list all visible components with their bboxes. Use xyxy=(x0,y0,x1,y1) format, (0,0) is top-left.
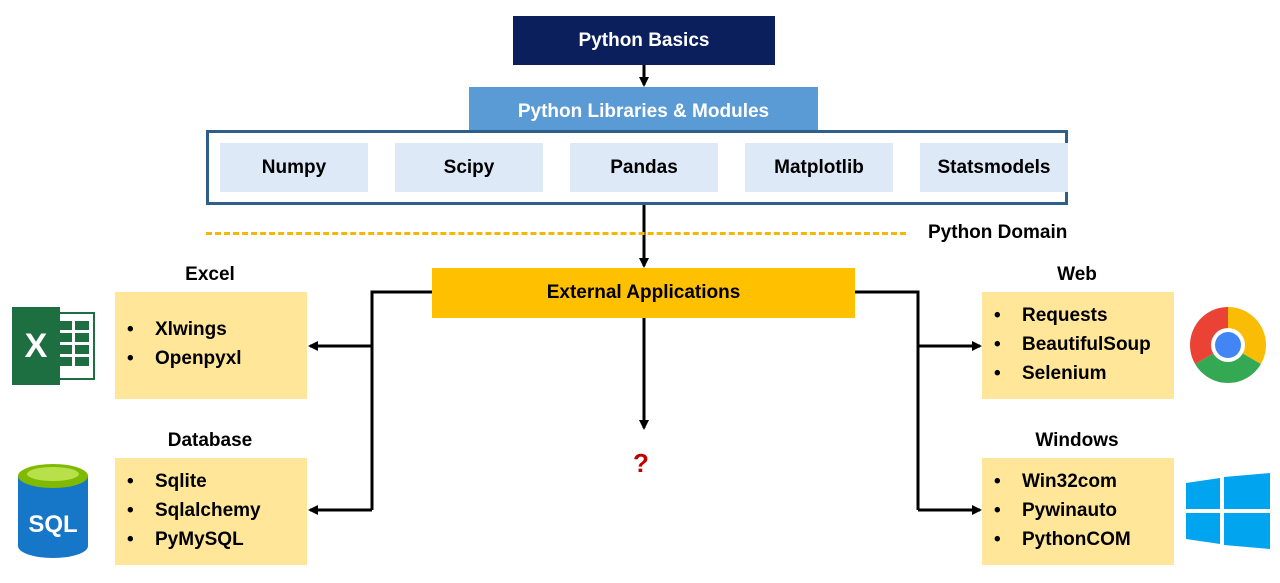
database-item: Sqlite xyxy=(115,467,307,496)
module-numpy: Numpy xyxy=(220,143,368,192)
web-item: Requests xyxy=(982,301,1174,330)
web-title: Web xyxy=(1057,264,1097,285)
module-pandas: Pandas xyxy=(570,143,718,192)
database-item: PyMySQL xyxy=(115,525,307,554)
connector-right-trunk xyxy=(855,290,920,510)
web-item: Selenium xyxy=(982,359,1174,388)
database-item: Sqlalchemy xyxy=(115,496,307,525)
connector-left-trunk xyxy=(370,290,432,510)
module-scipy: Scipy xyxy=(395,143,543,192)
windows-title: Windows xyxy=(1035,430,1119,451)
python-basics-box: Python Basics xyxy=(513,16,775,65)
module-statsmodels: Statsmodels xyxy=(920,143,1068,192)
excel-title: Excel xyxy=(185,264,235,285)
windows-item: Pywinauto xyxy=(982,496,1174,525)
chrome-icon xyxy=(1190,307,1266,383)
database-box: Sqlite Sqlalchemy PyMySQL xyxy=(115,458,307,565)
sql-icon-label: SQL xyxy=(28,511,77,538)
web-box: Requests BeautifulSoup Selenium xyxy=(982,292,1174,399)
python-domain-label: Python Domain xyxy=(928,222,1068,243)
module-matplotlib: Matplotlib xyxy=(745,143,893,192)
excel-box: Xlwings Openpyxl xyxy=(115,292,307,399)
excel-item: Xlwings xyxy=(115,315,307,344)
windows-box: Win32com Pywinauto PythonCOM xyxy=(982,458,1174,565)
external-applications-box: External Applications xyxy=(432,268,855,318)
windows-item: PythonCOM xyxy=(982,525,1174,554)
excel-icon-letter: X xyxy=(25,327,48,365)
excel-icon: X xyxy=(12,307,95,385)
windows-icon xyxy=(1186,473,1270,549)
sql-database-icon: SQL xyxy=(18,464,88,558)
windows-item: Win32com xyxy=(982,467,1174,496)
python-domain-divider xyxy=(206,232,906,235)
python-libraries-box: Python Libraries & Modules xyxy=(469,87,818,136)
unknown-target-question: ? xyxy=(633,448,649,478)
excel-item: Openpyxl xyxy=(115,344,307,373)
web-item: BeautifulSoup xyxy=(982,330,1174,359)
database-title: Database xyxy=(167,430,253,451)
